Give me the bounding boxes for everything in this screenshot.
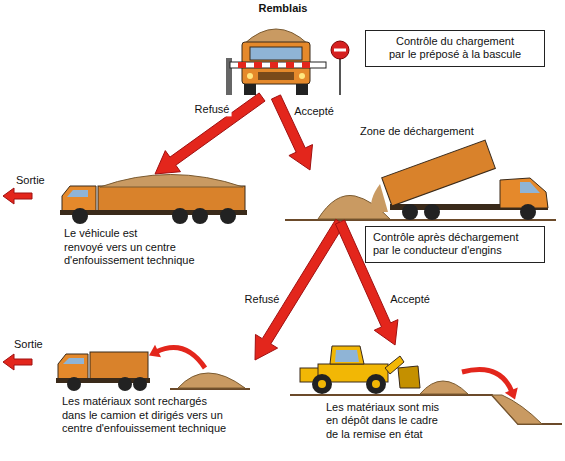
wheel bbox=[312, 374, 332, 394]
stage-caption: Remblais bbox=[228, 2, 338, 15]
exit-arrow bbox=[3, 354, 32, 370]
wheel bbox=[72, 208, 88, 224]
stop-sign bbox=[331, 41, 349, 59]
barrier-stripe bbox=[270, 62, 278, 68]
barrier-stripe bbox=[286, 62, 294, 68]
stage-scene: Sortie Le véhicule est renvoyé vers un ce… bbox=[12, 174, 252, 268]
barrier-stripe bbox=[238, 62, 246, 68]
edge-label: Accepté bbox=[388, 293, 432, 306]
edge-label: Refusé bbox=[193, 103, 232, 116]
wheel-hub bbox=[318, 380, 326, 388]
flow-arrow bbox=[255, 219, 344, 360]
truck-bed bbox=[90, 352, 148, 380]
barrier-stripe bbox=[302, 62, 310, 68]
wheel bbox=[118, 377, 132, 391]
reloaded-truck bbox=[3, 345, 250, 391]
truck-bed bbox=[98, 186, 245, 212]
stage-caption: Zone de déchargement bbox=[360, 125, 560, 138]
stage-scene: Remblais bbox=[228, 2, 338, 97]
wheel-hub bbox=[372, 380, 380, 388]
stage-scene: Zone de déchargement bbox=[310, 125, 560, 222]
stop-sign-bar bbox=[334, 49, 346, 52]
wheel bbox=[366, 374, 386, 394]
exit-label: Sortie bbox=[16, 174, 252, 187]
control-box: Contrôle après déchargement par le condu… bbox=[365, 226, 545, 263]
exit-label: Sortie bbox=[14, 338, 255, 351]
wheel bbox=[296, 84, 308, 95]
cab-window bbox=[335, 350, 359, 362]
cab-window bbox=[520, 182, 540, 193]
truck-cab bbox=[500, 178, 548, 208]
loader-bucket bbox=[398, 366, 420, 388]
cab-window bbox=[67, 190, 88, 197]
wheel bbox=[424, 204, 440, 220]
truck-cab bbox=[58, 354, 88, 380]
loader-cab bbox=[330, 346, 364, 364]
headlight bbox=[299, 73, 305, 79]
accepted-pile bbox=[420, 381, 468, 394]
reload-arrow bbox=[156, 348, 205, 368]
reload-arrowhead bbox=[149, 345, 161, 358]
edge-label: Refusé bbox=[243, 293, 282, 306]
refused-pile bbox=[178, 373, 245, 388]
flow-arrow bbox=[155, 93, 265, 174]
control-box: Contrôle du chargement par le préposé à … bbox=[365, 30, 545, 67]
barrier-arm bbox=[230, 62, 326, 68]
wheel bbox=[192, 208, 208, 224]
wheel bbox=[67, 377, 81, 391]
box-text: Contrôle après déchargement par le condu… bbox=[373, 231, 537, 258]
wheel bbox=[172, 208, 188, 224]
wheel bbox=[244, 84, 256, 95]
deposited-material bbox=[492, 395, 542, 424]
deposit-arrow bbox=[462, 370, 512, 393]
wheel bbox=[220, 208, 236, 224]
exit-arrow bbox=[3, 188, 32, 204]
grille bbox=[258, 72, 294, 80]
wheel bbox=[520, 204, 536, 220]
box-text: Contrôle du chargement par le préposé à … bbox=[373, 35, 537, 62]
wheel bbox=[402, 204, 418, 220]
load-pile bbox=[100, 175, 243, 188]
chassis bbox=[60, 210, 247, 215]
weighbridge-truck bbox=[226, 29, 349, 95]
cab-window bbox=[63, 358, 84, 364]
tipped-bed bbox=[382, 140, 496, 206]
stage-scene: Les matériaux sont mis en dépôt dans le … bbox=[318, 345, 528, 441]
stage-caption: Les matériaux sont rechargés dans le cam… bbox=[62, 395, 247, 435]
stage-caption: Les matériaux sont mis en dépôt dans le … bbox=[326, 401, 476, 441]
deposit-arrowhead bbox=[505, 388, 518, 400]
sign-pole bbox=[339, 56, 341, 95]
windshield bbox=[250, 47, 302, 60]
stage-scene: SortieLes matériaux sont rechargés dans … bbox=[10, 338, 255, 436]
unloading-truck bbox=[285, 140, 556, 220]
stage-caption: Le véhicule est renvoyé vers un centre d… bbox=[64, 227, 214, 267]
edge-label: Accepté bbox=[292, 105, 336, 118]
barrier-stripe bbox=[254, 62, 262, 68]
wheel bbox=[133, 377, 147, 391]
headlight bbox=[247, 73, 253, 79]
